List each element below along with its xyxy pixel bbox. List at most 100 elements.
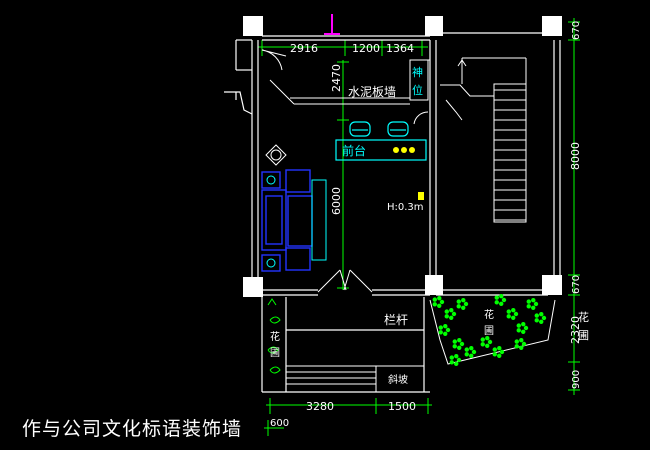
height-label: H:0.3m xyxy=(387,202,424,213)
plant-leaf xyxy=(499,301,504,307)
plant-leaf xyxy=(449,355,454,360)
plant-leaf xyxy=(469,353,474,359)
plant-leaf xyxy=(531,305,536,311)
plant-leaf xyxy=(463,301,469,307)
porch-steps xyxy=(286,365,425,393)
plant-leaf xyxy=(531,298,536,303)
plant-leaf xyxy=(480,337,485,342)
plant-leaf xyxy=(443,324,448,329)
plant-leaf xyxy=(494,300,499,305)
plant-leaf xyxy=(516,323,521,328)
dim-right-1: 670 xyxy=(571,21,582,40)
plant-leaf xyxy=(444,309,449,314)
plant-leaf xyxy=(451,311,457,317)
dim-vertical-1: 2470 xyxy=(330,64,343,92)
flower-bed-mid-label-2: 圃 xyxy=(484,325,494,337)
doors xyxy=(261,49,429,293)
plant-leaf xyxy=(443,331,448,337)
plant-leaf xyxy=(437,296,442,301)
plant-leaf xyxy=(461,305,466,311)
plant-leaf xyxy=(452,344,457,349)
plant-leaf xyxy=(492,347,497,352)
plant-leaf xyxy=(456,357,462,363)
plant-leaf xyxy=(432,297,437,302)
dimension-labels: 2916 1200 1364 3280 1500 600 2470 6000 6… xyxy=(270,21,582,429)
plant-leaf xyxy=(438,330,443,335)
plant-leaf xyxy=(444,314,449,319)
ramp-label: 斜坡 xyxy=(388,373,408,386)
plant-leaf xyxy=(511,315,516,321)
plant-leaf xyxy=(534,313,539,318)
plant-leaf xyxy=(449,315,454,321)
plant-leaf xyxy=(464,347,469,352)
plant-leaf xyxy=(459,341,465,347)
plant-leaf xyxy=(511,308,516,313)
dim-bottom-1: 3280 xyxy=(306,400,334,413)
dim-right-3: 670 xyxy=(571,275,582,294)
plant-leaf xyxy=(521,329,526,335)
plant-leaf xyxy=(471,349,477,355)
plant-leaf xyxy=(485,336,490,341)
plant-leaf xyxy=(534,318,539,323)
accent-marks xyxy=(324,14,340,35)
plant-leaf xyxy=(457,338,462,343)
plant-leaf xyxy=(480,342,485,347)
plant-leaf xyxy=(526,299,531,304)
plant-leaf xyxy=(539,312,544,317)
dim-top-2: 1200 xyxy=(352,42,380,55)
flower-bed-left-label-1: 花 xyxy=(270,330,280,343)
plant-leaf xyxy=(437,303,442,309)
flower-bed xyxy=(429,299,556,365)
staircase xyxy=(440,57,527,223)
plant-leaf xyxy=(439,299,445,305)
plant-leaf xyxy=(457,345,462,351)
plant-leaf xyxy=(519,338,524,343)
plant-leaf xyxy=(514,339,519,344)
plant-leaf xyxy=(456,299,461,304)
dim-vertical-2: 6000 xyxy=(330,187,343,215)
plant-leaf xyxy=(514,344,519,349)
cement-wall-label: 水泥板墙 xyxy=(348,85,396,99)
plant-leaf xyxy=(452,339,457,344)
shrine-label-bottom: 位 xyxy=(412,83,423,97)
plant-leaf xyxy=(445,327,451,333)
plant-leaf xyxy=(499,294,504,299)
flower-bed-left-label-2: 圃 xyxy=(270,347,280,359)
plant-leaf xyxy=(541,315,547,321)
plant-leaf xyxy=(497,346,502,351)
desk-items xyxy=(393,147,424,200)
dim-right-2: 8000 xyxy=(569,142,582,170)
caption-text: 作与公司文化标语装饰墙 xyxy=(22,418,243,440)
plant-leaf xyxy=(513,311,519,317)
stair-treads xyxy=(494,89,526,221)
plant-leaf xyxy=(494,295,499,300)
dim-top-1: 2916 xyxy=(290,42,318,55)
plant-leaf xyxy=(497,353,502,359)
plant-leaf xyxy=(526,304,531,309)
plant-leaf xyxy=(506,309,511,314)
dim-bottom-2: 1500 xyxy=(388,400,416,413)
plant-leaf xyxy=(454,361,459,367)
reception-desk xyxy=(335,121,427,161)
plant-leaf xyxy=(499,349,505,355)
plant-leaf xyxy=(519,345,524,351)
dim-right-4: 2320 xyxy=(569,316,582,344)
plant-leaf xyxy=(516,328,521,333)
reception-label: 前台 xyxy=(342,143,366,158)
dim-top-3: 1364 xyxy=(386,42,414,55)
plant-leaf xyxy=(492,352,497,357)
left-plants xyxy=(267,298,281,374)
plant-leaf xyxy=(539,319,544,325)
plant-leaf xyxy=(521,341,527,347)
shrine-label-top: 神 xyxy=(412,65,423,79)
plant-leaf xyxy=(485,343,490,349)
dim-bottom-left: 600 xyxy=(270,418,289,429)
plant-leaf xyxy=(438,325,443,330)
plant-leaf xyxy=(487,339,493,345)
plant-leaf xyxy=(506,314,511,319)
columns xyxy=(243,16,562,297)
plant-leaf xyxy=(432,302,437,307)
plant-leaf xyxy=(449,360,454,365)
dim-right-5: 900 xyxy=(571,370,582,389)
